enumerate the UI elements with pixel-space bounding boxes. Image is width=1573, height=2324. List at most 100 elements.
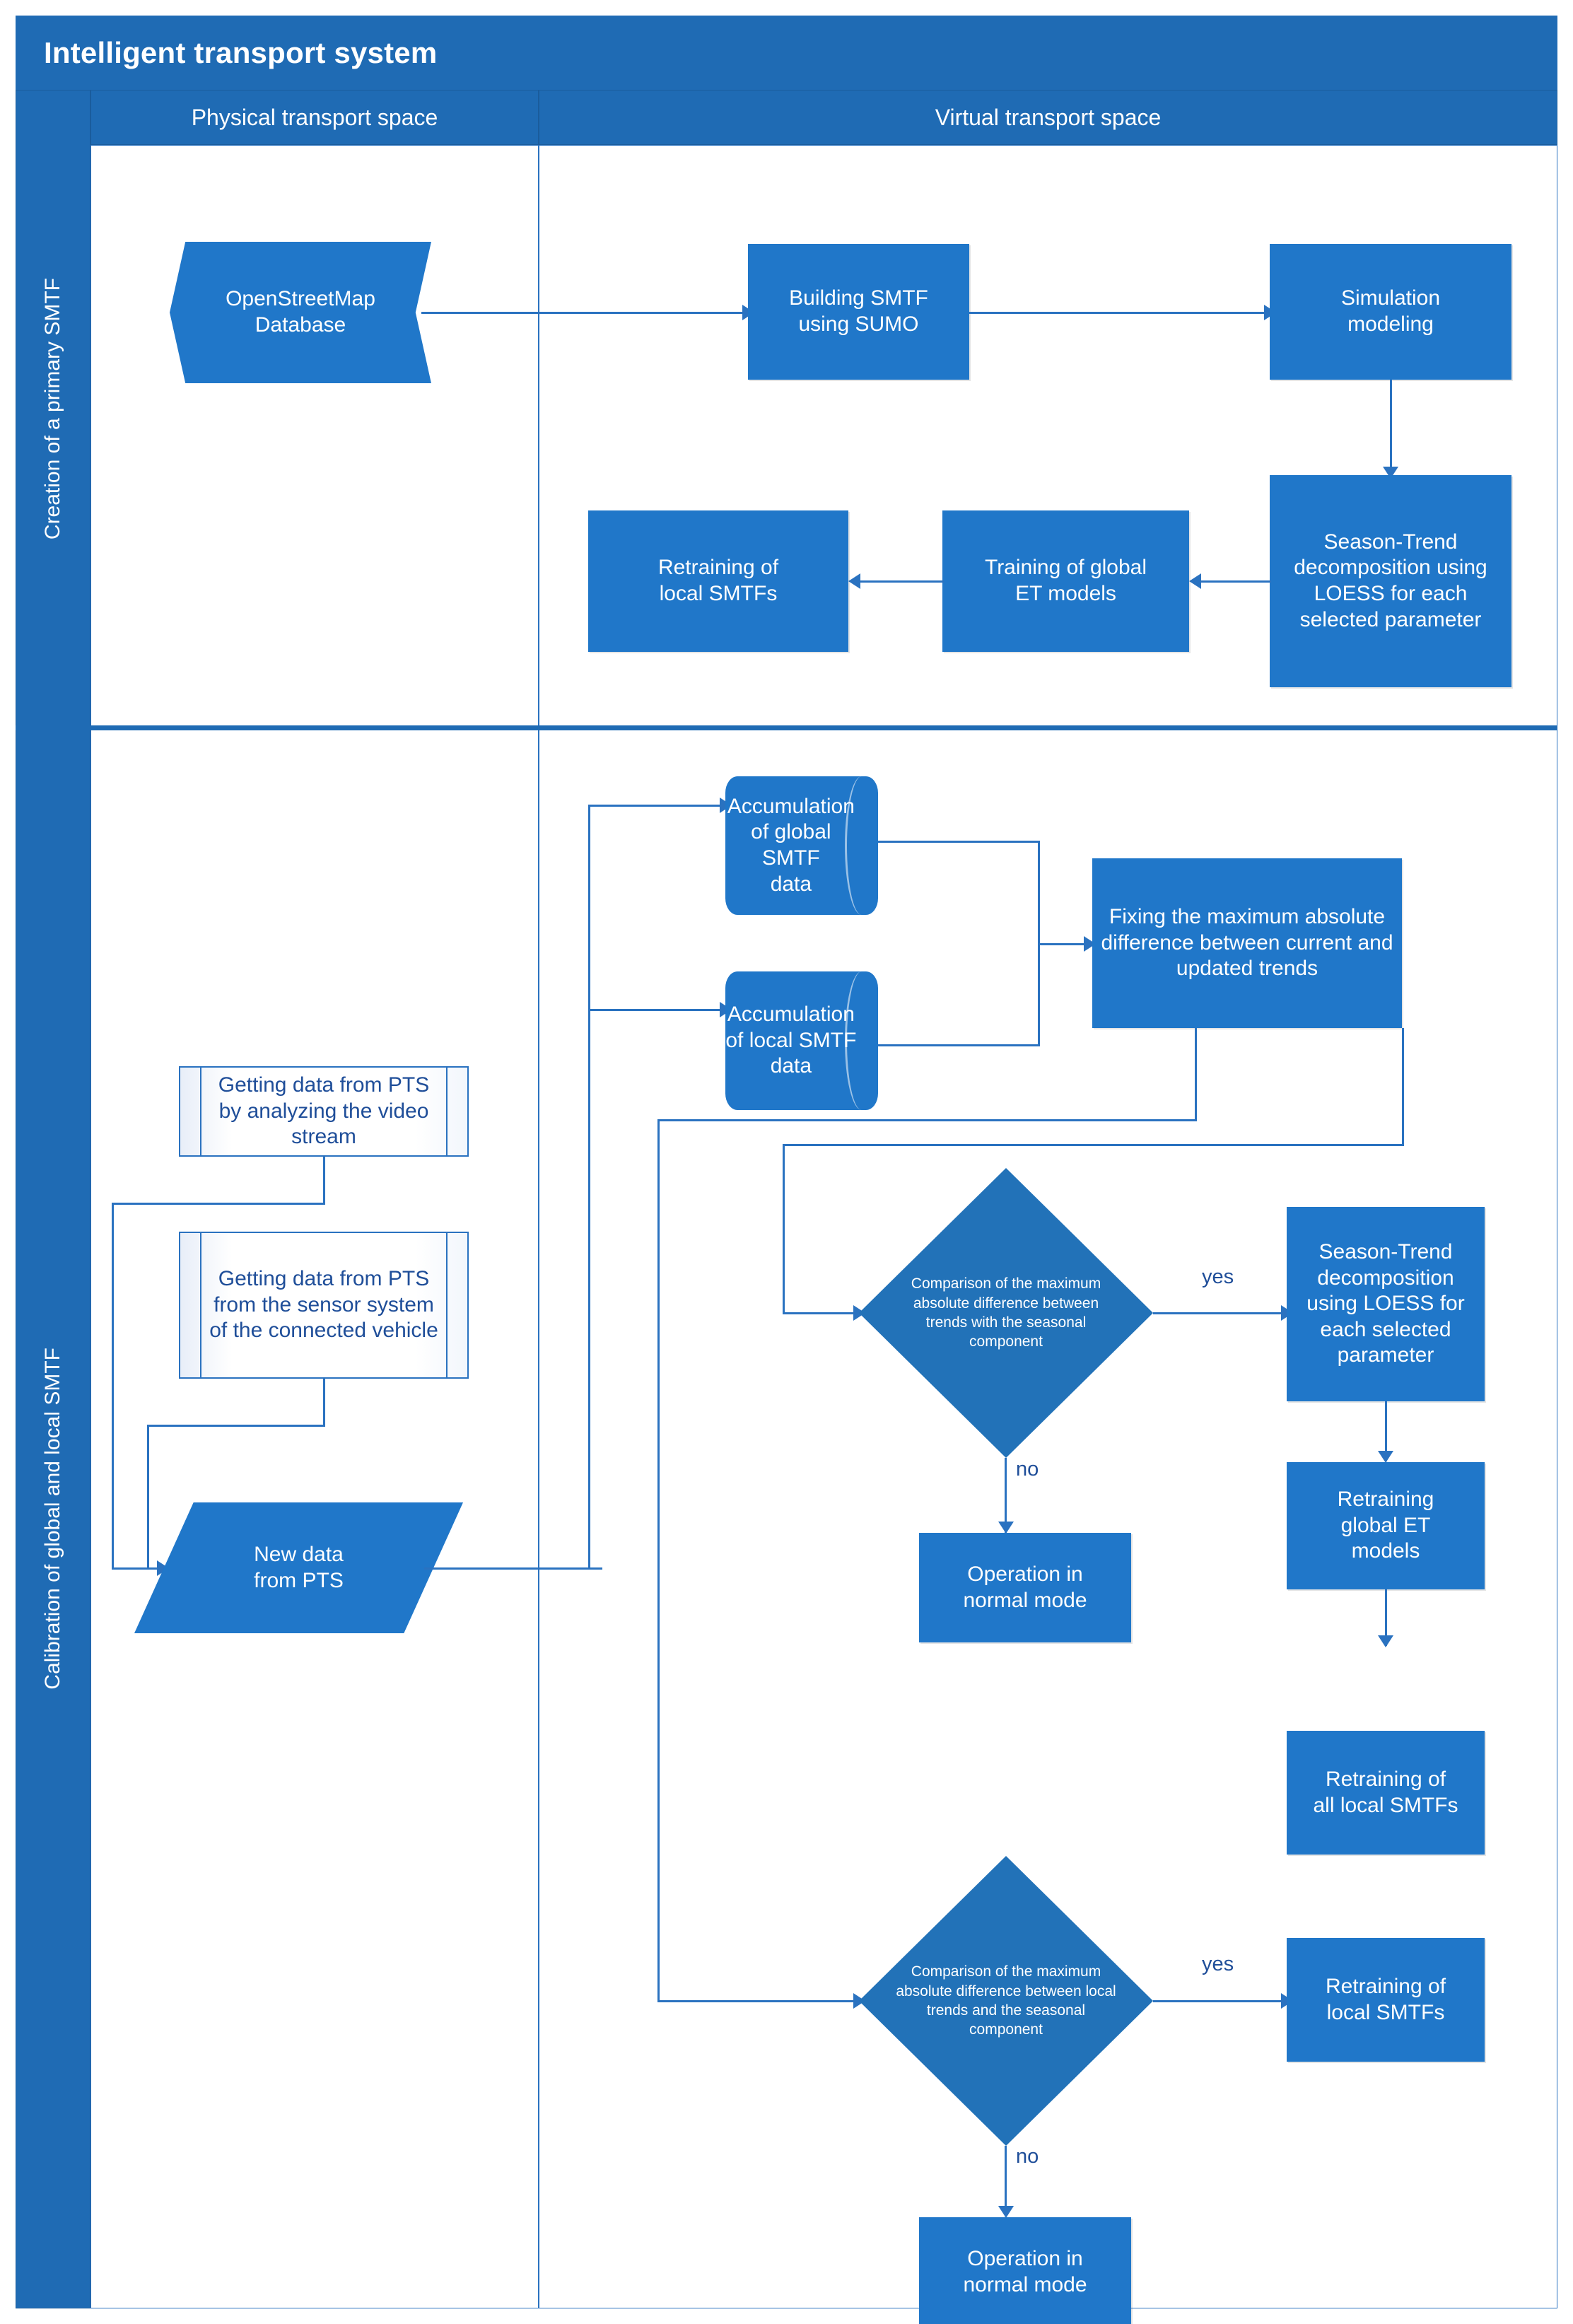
node-new-data-from-pts[interactable]: New data from PTS — [134, 1502, 463, 1633]
edge-merge-to-fixing — [1038, 943, 1089, 945]
diagram-title-bar: Intelligent transport system — [16, 16, 1557, 90]
edge-decision2-yes — [1153, 2000, 1287, 2002]
edge-fixing-bottom-stem — [1195, 1028, 1197, 1121]
node-accumulation-of-local-smtf-data[interactable]: Accumulation of local SMTF data — [725, 971, 878, 1110]
node-decision-local-comparison[interactable]: Comparison of the maximum absolute diffe… — [859, 1856, 1153, 2146]
node-simulation-modeling-label: Simulation modeling — [1340, 286, 1441, 336]
edge-video-vertical — [112, 1203, 114, 1570]
predefined-process-bar-right-2 — [446, 1233, 448, 1377]
edge-label-no-2: no — [1016, 2145, 1039, 2168]
arrowhead-decision2-no — [998, 2206, 1014, 2218]
edge-video-into-newdata — [112, 1567, 163, 1570]
node-decision-local-comparison-label: Comparison of the maximum absolute diffe… — [896, 1963, 1116, 2038]
predefined-process-bar-left — [200, 1068, 201, 1155]
phase-label-creation: Creation of a primary SMTF — [16, 90, 90, 728]
cylinder-cap-global — [845, 776, 879, 915]
node-openstreetmap-database-label: OpenStreetMap Database — [226, 287, 375, 337]
edge-global-out — [878, 841, 1039, 843]
edge-to-accum-global — [588, 805, 725, 807]
edge-stl-to-training — [1195, 580, 1271, 583]
node-simulation-modeling[interactable]: Simulation modeling — [1270, 244, 1511, 380]
predefined-process-bar-right — [446, 1068, 448, 1155]
edge-sensor-vertical — [147, 1425, 149, 1570]
phase-label-creation-text: Creation of a primary SMTF — [41, 278, 64, 540]
node-building-smtf-using-sumo[interactable]: Building SMTF using SUMO — [748, 244, 969, 380]
edge-local-out — [878, 1044, 1039, 1046]
edge-label-yes-1: yes — [1202, 1266, 1234, 1288]
cylinder-cap-local — [845, 971, 879, 1110]
lane-body-top-physical — [90, 145, 539, 728]
node-new-data-from-pts-label: New data from PTS — [254, 1542, 344, 1592]
lane-header-physical: Physical transport space — [90, 90, 539, 145]
edge-simulation-to-stl — [1390, 380, 1392, 475]
node-retraining-of-local-smtfs-top[interactable]: Retraining of local SMTFs — [588, 510, 848, 652]
node-operation-in-normal-mode-1[interactable]: Operation in normal mode — [919, 1533, 1131, 1642]
node-decision-global-comparison[interactable]: Comparison of the maximum absolute diffe… — [859, 1168, 1153, 1458]
node-openstreetmap-database[interactable]: OpenStreetMap Database — [170, 242, 431, 383]
node-training-of-global-et-models[interactable]: Training of global ET models — [942, 510, 1189, 652]
edge-to-accum-local — [588, 1009, 725, 1011]
predefined-process-bar-left-2 — [200, 1233, 201, 1377]
edge-left-rail-vertical — [657, 1119, 660, 1650]
node-getting-data-video-stream-label: Getting data from PTS by analyzing the v… — [218, 1073, 430, 1149]
arrowhead-stl2-to-retrain-global — [1378, 1451, 1393, 1463]
node-retraining-of-local-smtfs-bottom[interactable]: Retraining of local SMTFs — [1287, 1938, 1485, 2062]
phase-label-calibration: Calibration of global and local SMTF — [16, 728, 90, 2308]
node-accumulation-of-global-smtf-data-label: Accumulation of global SMTF data — [727, 794, 855, 896]
edge-decision1-no — [1005, 1458, 1007, 1533]
node-fixing-maximum-absolute-difference-label: Fixing the maximum absolute difference b… — [1101, 905, 1393, 981]
phase-divider — [16, 725, 1557, 730]
node-retraining-global-et-models[interactable]: Retraining global ET models — [1287, 1462, 1485, 1589]
node-season-trend-decomposition-bottom-label: Season-Trend decomposition using LOESS f… — [1306, 1240, 1465, 1367]
node-training-of-global-et-models-label: Training of global ET models — [984, 556, 1147, 605]
node-retraining-of-local-smtfs-bottom-label: Retraining of local SMTFs — [1325, 1974, 1446, 2024]
edge-fixing-right-down — [1402, 1028, 1404, 1146]
edge-label-no-1: no — [1016, 1458, 1039, 1481]
edge-retrainglobal-to-retrainall — [1385, 1589, 1387, 1646]
edge-sensor-down — [323, 1379, 325, 1427]
node-retraining-of-all-local-smtfs-label: Retraining of all local SMTFs — [1313, 1767, 1458, 1817]
node-getting-data-video-stream[interactable]: Getting data from PTS by analyzing the v… — [179, 1066, 469, 1157]
edge-decision2-no — [1005, 2146, 1007, 2217]
arrowhead-stl-to-training — [1189, 573, 1201, 589]
arrowhead-training-to-retraining — [848, 573, 860, 589]
edge-fixing-bottom-left-run — [657, 1119, 1197, 1121]
edge-decision1-yes — [1153, 1312, 1287, 1314]
node-season-trend-decomposition-top-label: Season-Trend decomposition using LOESS f… — [1294, 530, 1487, 631]
node-retraining-of-all-local-smtfs[interactable]: Retraining of all local SMTFs — [1287, 1731, 1485, 1855]
edge-junction-down — [783, 1144, 785, 1314]
edge-sensor-into-newdata — [147, 1567, 165, 1570]
edge-fixing-left-run — [783, 1144, 1404, 1146]
phase-label-calibration-text: Calibration of global and local SMTF — [41, 1347, 64, 1690]
edge-building-to-simulation — [969, 312, 1270, 314]
lane-header-virtual: Virtual transport space — [539, 90, 1557, 145]
edge-junction-to-decision1 — [783, 1312, 859, 1314]
arrowhead-retrainglobal-to-retrainall — [1378, 1635, 1393, 1647]
edge-rail-to-decision2 — [657, 2000, 859, 2002]
edge-osm-to-building — [421, 312, 748, 314]
edge-left-rail-vertical-2 — [657, 1650, 660, 2002]
node-operation-in-normal-mode-2[interactable]: Operation in normal mode — [919, 2217, 1131, 2324]
page-title: Intelligent transport system — [44, 35, 438, 69]
node-operation-in-normal-mode-1-label: Operation in normal mode — [963, 1562, 1087, 1612]
arrowhead-decision1-no — [998, 1522, 1014, 1534]
node-accumulation-of-local-smtf-data-label: Accumulation of local SMTF data — [725, 1003, 857, 1078]
node-season-trend-decomposition-top[interactable]: Season-Trend decomposition using LOESS f… — [1270, 475, 1511, 687]
edge-newdata-right — [424, 1567, 602, 1570]
node-retraining-global-et-models-label: Retraining global ET models — [1337, 1488, 1434, 1563]
node-getting-data-sensor-system-label: Getting data from PTS from the sensor sy… — [209, 1267, 438, 1343]
node-getting-data-sensor-system[interactable]: Getting data from PTS from the sensor sy… — [179, 1232, 469, 1379]
edge-training-to-retraining — [854, 580, 944, 583]
node-accumulation-of-global-smtf-data[interactable]: Accumulation of global SMTF data — [725, 776, 878, 915]
edge-newdata-up — [588, 805, 590, 1570]
node-retraining-of-local-smtfs-top-label: Retraining of local SMTFs — [657, 556, 779, 605]
edge-video-left — [112, 1203, 325, 1205]
node-season-trend-decomposition-bottom[interactable]: Season-Trend decomposition using LOESS f… — [1287, 1207, 1485, 1401]
node-fixing-maximum-absolute-difference[interactable]: Fixing the maximum absolute difference b… — [1092, 858, 1402, 1028]
edge-video-down — [323, 1157, 325, 1205]
edge-sensor-left — [147, 1425, 325, 1427]
node-operation-in-normal-mode-2-label: Operation in normal mode — [963, 2246, 1087, 2296]
edge-stl2-to-retrain-global — [1385, 1401, 1387, 1461]
node-decision-global-comparison-label: Comparison of the maximum absolute diffe… — [911, 1275, 1101, 1350]
